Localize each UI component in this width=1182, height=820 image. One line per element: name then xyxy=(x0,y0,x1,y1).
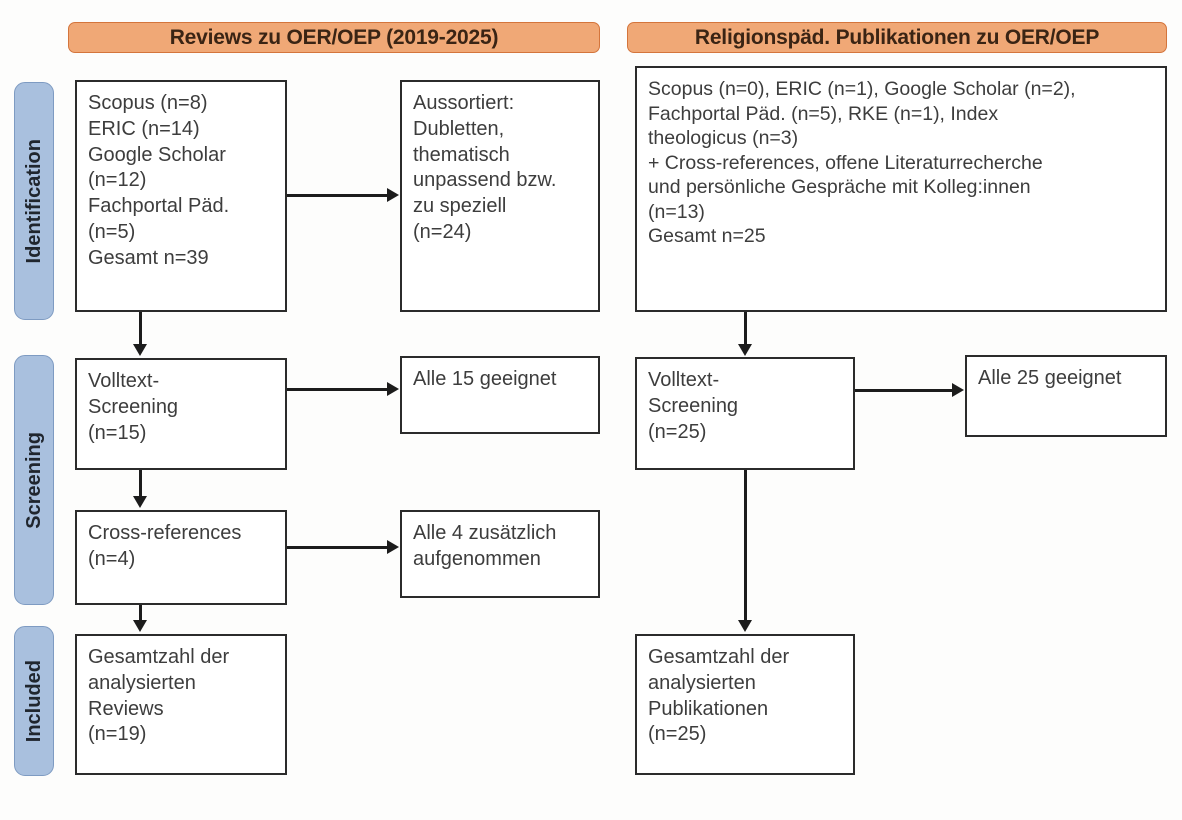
box-line: Fachportal Päd. xyxy=(88,195,230,218)
box-left-included: Gesamtzahl der analysierten Reviews (n=1… xyxy=(75,634,287,775)
box-line: Reviews xyxy=(88,697,164,720)
phase-label-included: Included xyxy=(14,626,54,776)
arrowhead-left-screening-to-crossrefs xyxy=(133,496,147,508)
box-line: (n=25) xyxy=(648,420,707,443)
box-line: (n=5) xyxy=(88,220,136,243)
box-line: zu speziell xyxy=(413,195,507,218)
phase-label-identification-text: Identification xyxy=(22,138,45,264)
arrowhead-left-screening-to-result xyxy=(387,381,399,396)
box-line: Alle 15 geeignet xyxy=(413,368,557,390)
box-line: thematisch xyxy=(413,143,510,166)
box-line: und persönliche Gespräche mit Kolleg:inn… xyxy=(648,176,1031,199)
box-line: Volltext- xyxy=(648,369,720,391)
arrowhead-left-to-included xyxy=(133,620,147,632)
connector-left-identification-to-excluded xyxy=(287,194,388,197)
arrowhead-left-identification-to-screening xyxy=(133,344,147,356)
connector-left-screening-to-result xyxy=(287,388,388,391)
column-header-left-label: Reviews zu OER/OEP (2019-2025) xyxy=(169,25,499,49)
phase-label-screening: Screening xyxy=(14,355,54,605)
box-line: Alle 25 geeignet xyxy=(978,367,1122,389)
connector-left-crossrefs-to-result xyxy=(287,546,388,549)
box-left-excluded: Aussortiert: Dubletten, thematisch unpas… xyxy=(400,80,600,312)
box-right-screening-result: Alle 25 geeignet xyxy=(965,355,1167,437)
box-line: Gesamtzahl der xyxy=(88,646,230,668)
box-line: (n=12) xyxy=(88,169,147,192)
box-line: + Cross-references, offene Literaturrech… xyxy=(648,151,1043,174)
arrowhead-right-screening-to-result xyxy=(952,382,964,397)
connector-right-screening-to-result xyxy=(855,389,954,392)
box-line: theologicus (n=3) xyxy=(648,127,799,150)
arrowhead-right-identification-to-screening xyxy=(738,344,752,356)
box-line: analysierten xyxy=(88,671,196,694)
box-left-crossrefs: Cross-references (n=4) xyxy=(75,510,287,605)
connector-left-screening-to-crossrefs xyxy=(139,470,142,498)
box-line: Screening xyxy=(88,395,179,418)
box-left-identification: Scopus (n=8) ERIC (n=14) Google Scholar … xyxy=(75,80,287,312)
box-right-identification: Scopus (n=0), ERIC (n=1), Google Scholar… xyxy=(635,66,1167,312)
box-line: Fachportal Päd. (n=5), RKE (n=1), Index xyxy=(648,102,999,125)
column-header-right-label: Religionspäd. Publikationen zu OER/OEP xyxy=(694,25,1100,49)
box-line: Publikationen xyxy=(648,697,769,720)
box-line: (n=15) xyxy=(88,421,147,444)
box-line: Cross-references xyxy=(88,522,242,544)
box-line: Gesamt n=25 xyxy=(648,225,766,248)
phase-label-screening-text: Screening xyxy=(22,431,45,529)
box-line: (n=25) xyxy=(648,723,707,746)
box-left-crossrefs-result: Alle 4 zusätzlich aufgenommen xyxy=(400,510,600,598)
box-line: aufgenommen xyxy=(413,547,541,570)
box-line: Volltext- xyxy=(88,370,160,392)
box-line: Gesamt n=39 xyxy=(88,246,209,269)
connector-left-identification-to-screening xyxy=(139,312,142,346)
box-line: (n=19) xyxy=(88,723,147,746)
box-left-screening: Volltext- Screening (n=15) xyxy=(75,358,287,470)
phase-label-included-text: Included xyxy=(22,659,45,743)
box-line: ERIC (n=14) xyxy=(88,117,200,140)
phase-label-identification: Identification xyxy=(14,82,54,320)
box-line: Alle 4 zusätzlich xyxy=(413,522,557,544)
connector-left-to-included xyxy=(139,605,142,625)
column-header-right: Religionspäd. Publikationen zu OER/OEP xyxy=(627,22,1167,53)
box-left-screening-result: Alle 15 geeignet xyxy=(400,356,600,434)
box-line: Scopus (n=0), ERIC (n=1), Google Scholar… xyxy=(648,78,1076,100)
box-line: Dubletten, xyxy=(413,117,505,140)
box-line: Gesamtzahl der xyxy=(648,646,790,668)
box-line: unpassend bzw. xyxy=(413,169,557,192)
box-line: Scopus (n=8) xyxy=(88,92,208,114)
box-line: (n=13) xyxy=(648,200,705,223)
box-right-screening: Volltext- Screening (n=25) xyxy=(635,357,855,470)
box-line: (n=4) xyxy=(88,547,136,570)
box-line: analysierten xyxy=(648,671,756,694)
arrowhead-right-screening-to-included xyxy=(738,620,752,632)
box-line: Screening xyxy=(648,394,739,417)
connector-right-screening-to-included xyxy=(744,470,747,622)
connector-right-identification-to-screening xyxy=(744,312,747,346)
box-line: Google Scholar xyxy=(88,143,226,166)
arrowhead-left-crossrefs-to-result xyxy=(387,539,399,554)
arrowhead-left-identification-to-excluded xyxy=(387,187,399,202)
box-right-included: Gesamtzahl der analysierten Publikatione… xyxy=(635,634,855,775)
box-line: Aussortiert: xyxy=(413,92,515,114)
column-header-left: Reviews zu OER/OEP (2019-2025) xyxy=(68,22,600,53)
box-line: (n=24) xyxy=(413,220,472,243)
